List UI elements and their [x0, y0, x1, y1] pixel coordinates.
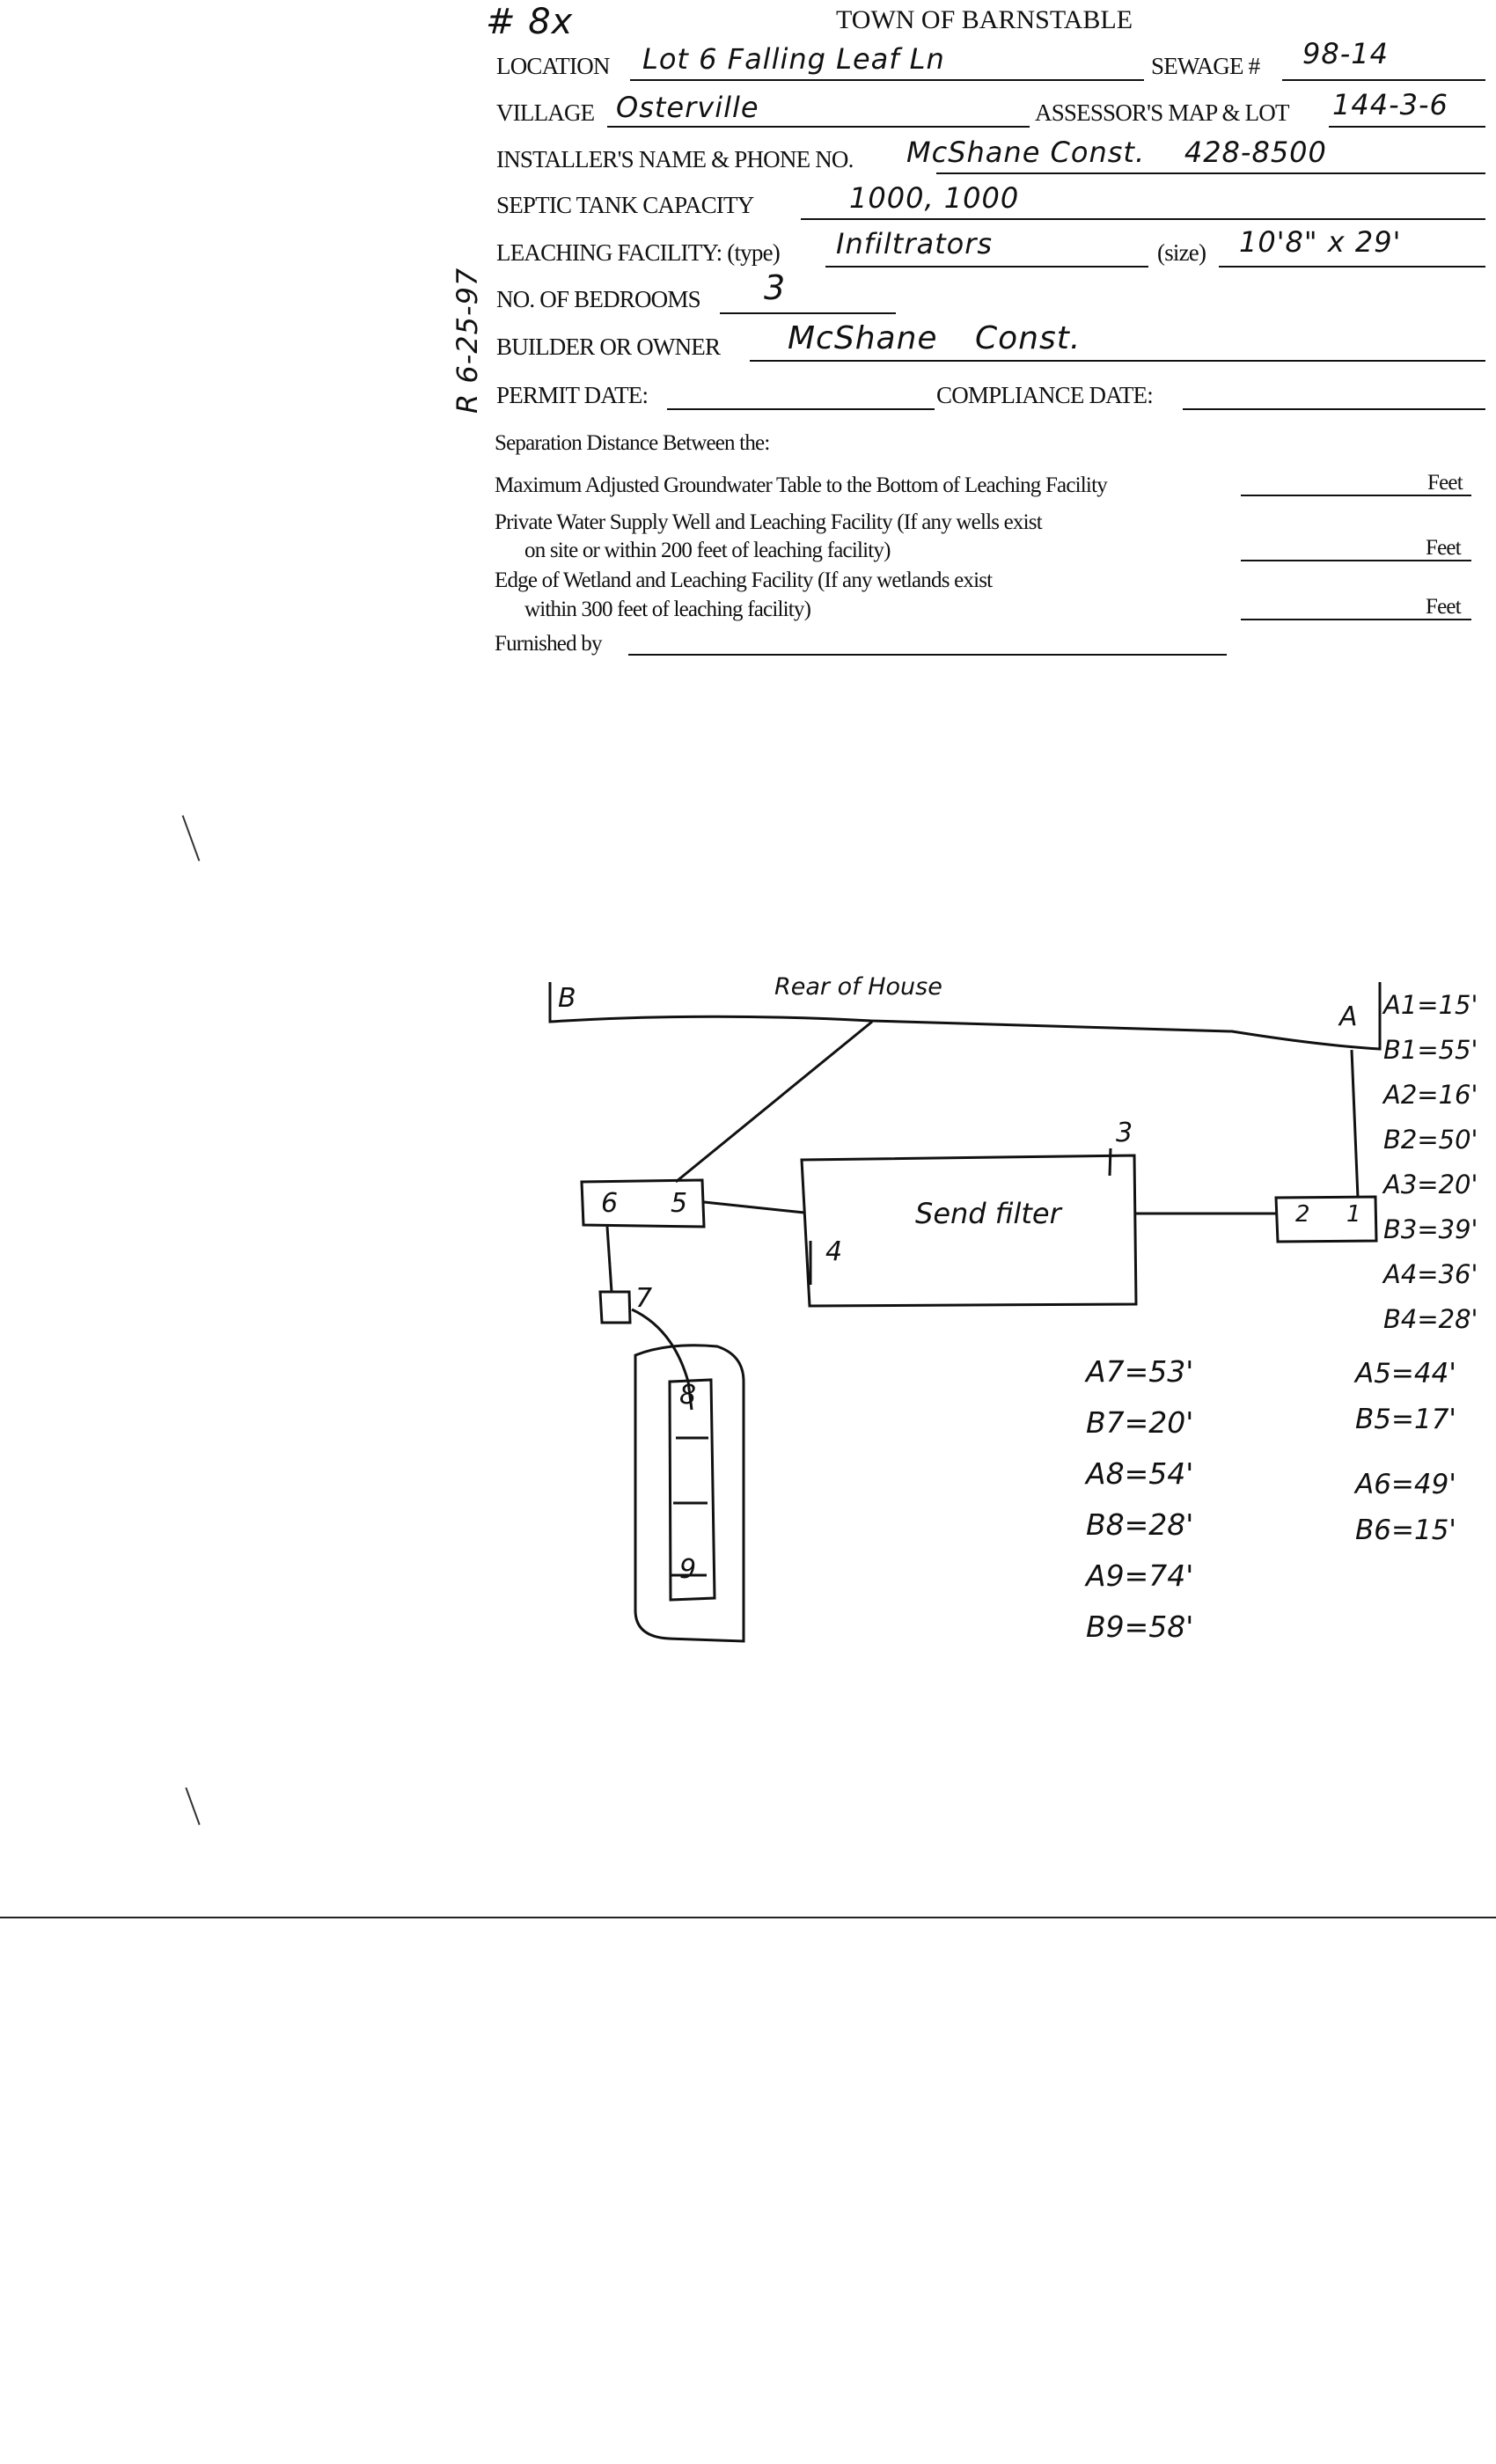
- village-label: VILLAGE: [496, 99, 595, 126]
- measurement: B6=15': [1355, 1514, 1456, 1546]
- pipe-house-to-box1: [1350, 1049, 1360, 1199]
- village-field[interactable]: Osterville: [616, 91, 759, 124]
- sewage-line: [1282, 79, 1485, 81]
- septic-box-21: [1274, 1195, 1378, 1243]
- separation-row-3-unit: Feet: [1426, 595, 1462, 619]
- separation-row-3: Edge of Wetland and Leaching Facility (I…: [495, 568, 993, 592]
- builder-field[interactable]: McShane Const.: [788, 320, 1082, 356]
- leaching-type-line: [825, 266, 1148, 268]
- septic-field[interactable]: 1000, 1000: [849, 181, 1020, 215]
- village-line: [607, 126, 1030, 128]
- sand-filter-label: Send filter: [915, 1197, 1061, 1230]
- assessor-field[interactable]: 144-3-6: [1332, 88, 1448, 121]
- measurement: B5=17': [1355, 1404, 1456, 1435]
- permit-date-line[interactable]: [667, 408, 935, 410]
- point-4: 4: [825, 1236, 843, 1267]
- point-1: 1: [1346, 1201, 1361, 1228]
- measurements-middle: A7=53' B7=20' A8=54' B8=28' A9=74' B9=58…: [1086, 1346, 1193, 1653]
- corner-a-label: A: [1339, 1001, 1358, 1032]
- pipe-box6-to-box7: [605, 1226, 613, 1293]
- measurement: A3=20': [1383, 1170, 1478, 1199]
- separation-row-3-cont: within 300 feet of leaching facility): [524, 598, 811, 621]
- compliance-date-label: COMPLIANCE DATE:: [936, 382, 1154, 408]
- measurements-right-lower: A5=44' B5=17' A6=49' B6=15': [1355, 1351, 1456, 1553]
- builder-label: BUILDER OR OWNER: [496, 334, 721, 360]
- separation-row-2-cont: on site or within 200 feet of leaching f…: [524, 539, 891, 562]
- measurement: B2=50': [1383, 1125, 1478, 1155]
- measurement: B7=20': [1086, 1405, 1194, 1440]
- point-3: 3: [1116, 1118, 1133, 1148]
- pipe-box5-to-filter: [703, 1200, 805, 1214]
- bedrooms-field[interactable]: 3: [764, 268, 787, 307]
- septic-line: [801, 218, 1485, 220]
- tick-3: [1108, 1148, 1112, 1177]
- furnished-by-label: Furnished by: [495, 632, 602, 656]
- location-line: [630, 79, 1144, 81]
- pipe-house-to-box56: [675, 1020, 873, 1184]
- leaching-type-field[interactable]: Infiltrators: [836, 227, 994, 260]
- measurement: A4=36': [1383, 1259, 1478, 1289]
- house-label: Rear of House: [774, 973, 942, 1001]
- measurement: A5=44': [1355, 1358, 1456, 1390]
- location-field[interactable]: Lot 6 Falling Leaf Ln: [642, 42, 945, 76]
- point-7: 7: [635, 1283, 653, 1314]
- separation-row-2: Private Water Supply Well and Leaching F…: [495, 510, 1043, 534]
- leaching-type-label: LEACHING FACILITY: (type): [496, 239, 781, 266]
- separation-row-2-unit: Feet: [1426, 536, 1462, 560]
- separation-row-2-line[interactable]: [1241, 560, 1471, 561]
- furnished-by-line[interactable]: [628, 654, 1227, 656]
- assessor-label: ASSESSOR'S MAP & LOT: [1035, 99, 1290, 126]
- septic-label: SEPTIC TANK CAPACITY: [496, 192, 754, 218]
- builder-line: [750, 360, 1485, 362]
- measurement: B9=58': [1086, 1610, 1194, 1644]
- separation-row-1-unit: Feet: [1427, 471, 1463, 495]
- permit-date-label: PERMIT DATE:: [496, 382, 649, 408]
- installer-label: INSTALLER'S NAME & PHONE NO.: [496, 146, 854, 172]
- leaching-size-label: (size): [1157, 239, 1206, 266]
- measurement: A6=49': [1355, 1469, 1456, 1500]
- file-number: # 8x: [486, 2, 574, 42]
- installer-field[interactable]: McShane Const. 428-8500: [906, 136, 1327, 169]
- point-2: 2: [1295, 1201, 1310, 1228]
- separation-heading: Separation Distance Between the:: [495, 431, 770, 455]
- page-title: TOWN OF BARNSTABLE: [836, 5, 1133, 34]
- sewage-label: SEWAGE #: [1151, 53, 1260, 79]
- box-7: [598, 1290, 632, 1324]
- location-label: LOCATION: [496, 53, 610, 79]
- measurement: A1=15': [1383, 990, 1478, 1020]
- point-5: 5: [671, 1188, 688, 1219]
- measurement: A7=53': [1086, 1354, 1194, 1389]
- point-9: 9: [679, 1554, 697, 1585]
- page-bottom-rule: [0, 1917, 1496, 1918]
- measurement: B1=55': [1383, 1035, 1478, 1065]
- measurements-right-upper: A1=15' B1=55' A2=16' B2=50' A3=20' B3=39…: [1383, 983, 1478, 1342]
- bedrooms-label: NO. OF BEDROOMS: [496, 286, 701, 312]
- measurement: A9=74': [1086, 1558, 1194, 1593]
- measurement: A2=16': [1383, 1080, 1478, 1110]
- separation-row-3-line[interactable]: [1241, 619, 1471, 620]
- point-8: 8: [679, 1380, 697, 1411]
- sewage-field[interactable]: 98-14: [1302, 37, 1389, 70]
- leaching-field-outer: [634, 1344, 745, 1643]
- corner-b-label: B: [558, 983, 576, 1014]
- measurement: A8=54': [1086, 1456, 1194, 1491]
- measurement: B8=28': [1086, 1507, 1194, 1542]
- house-rear-wall: [548, 982, 1382, 1051]
- assessor-line: [1329, 126, 1485, 128]
- measurement: B4=28': [1383, 1304, 1478, 1334]
- bedrooms-line: [720, 312, 896, 314]
- distribution-box-56: [580, 1178, 706, 1228]
- compliance-date-line[interactable]: [1183, 408, 1485, 410]
- leaching-size-field[interactable]: 10'8" x 29': [1239, 225, 1402, 259]
- measurement: B3=39': [1383, 1214, 1478, 1244]
- point-6: 6: [601, 1188, 619, 1219]
- installer-line: [936, 172, 1485, 174]
- leaching-field-inner: [668, 1378, 716, 1602]
- separation-row-1-line[interactable]: [1241, 495, 1471, 496]
- separation-row-1: Maximum Adjusted Groundwater Table to th…: [495, 473, 1108, 497]
- sand-filter-box: [800, 1154, 1138, 1308]
- pipe-7-to-8: [631, 1308, 693, 1411]
- leaching-size-line: [1219, 266, 1485, 268]
